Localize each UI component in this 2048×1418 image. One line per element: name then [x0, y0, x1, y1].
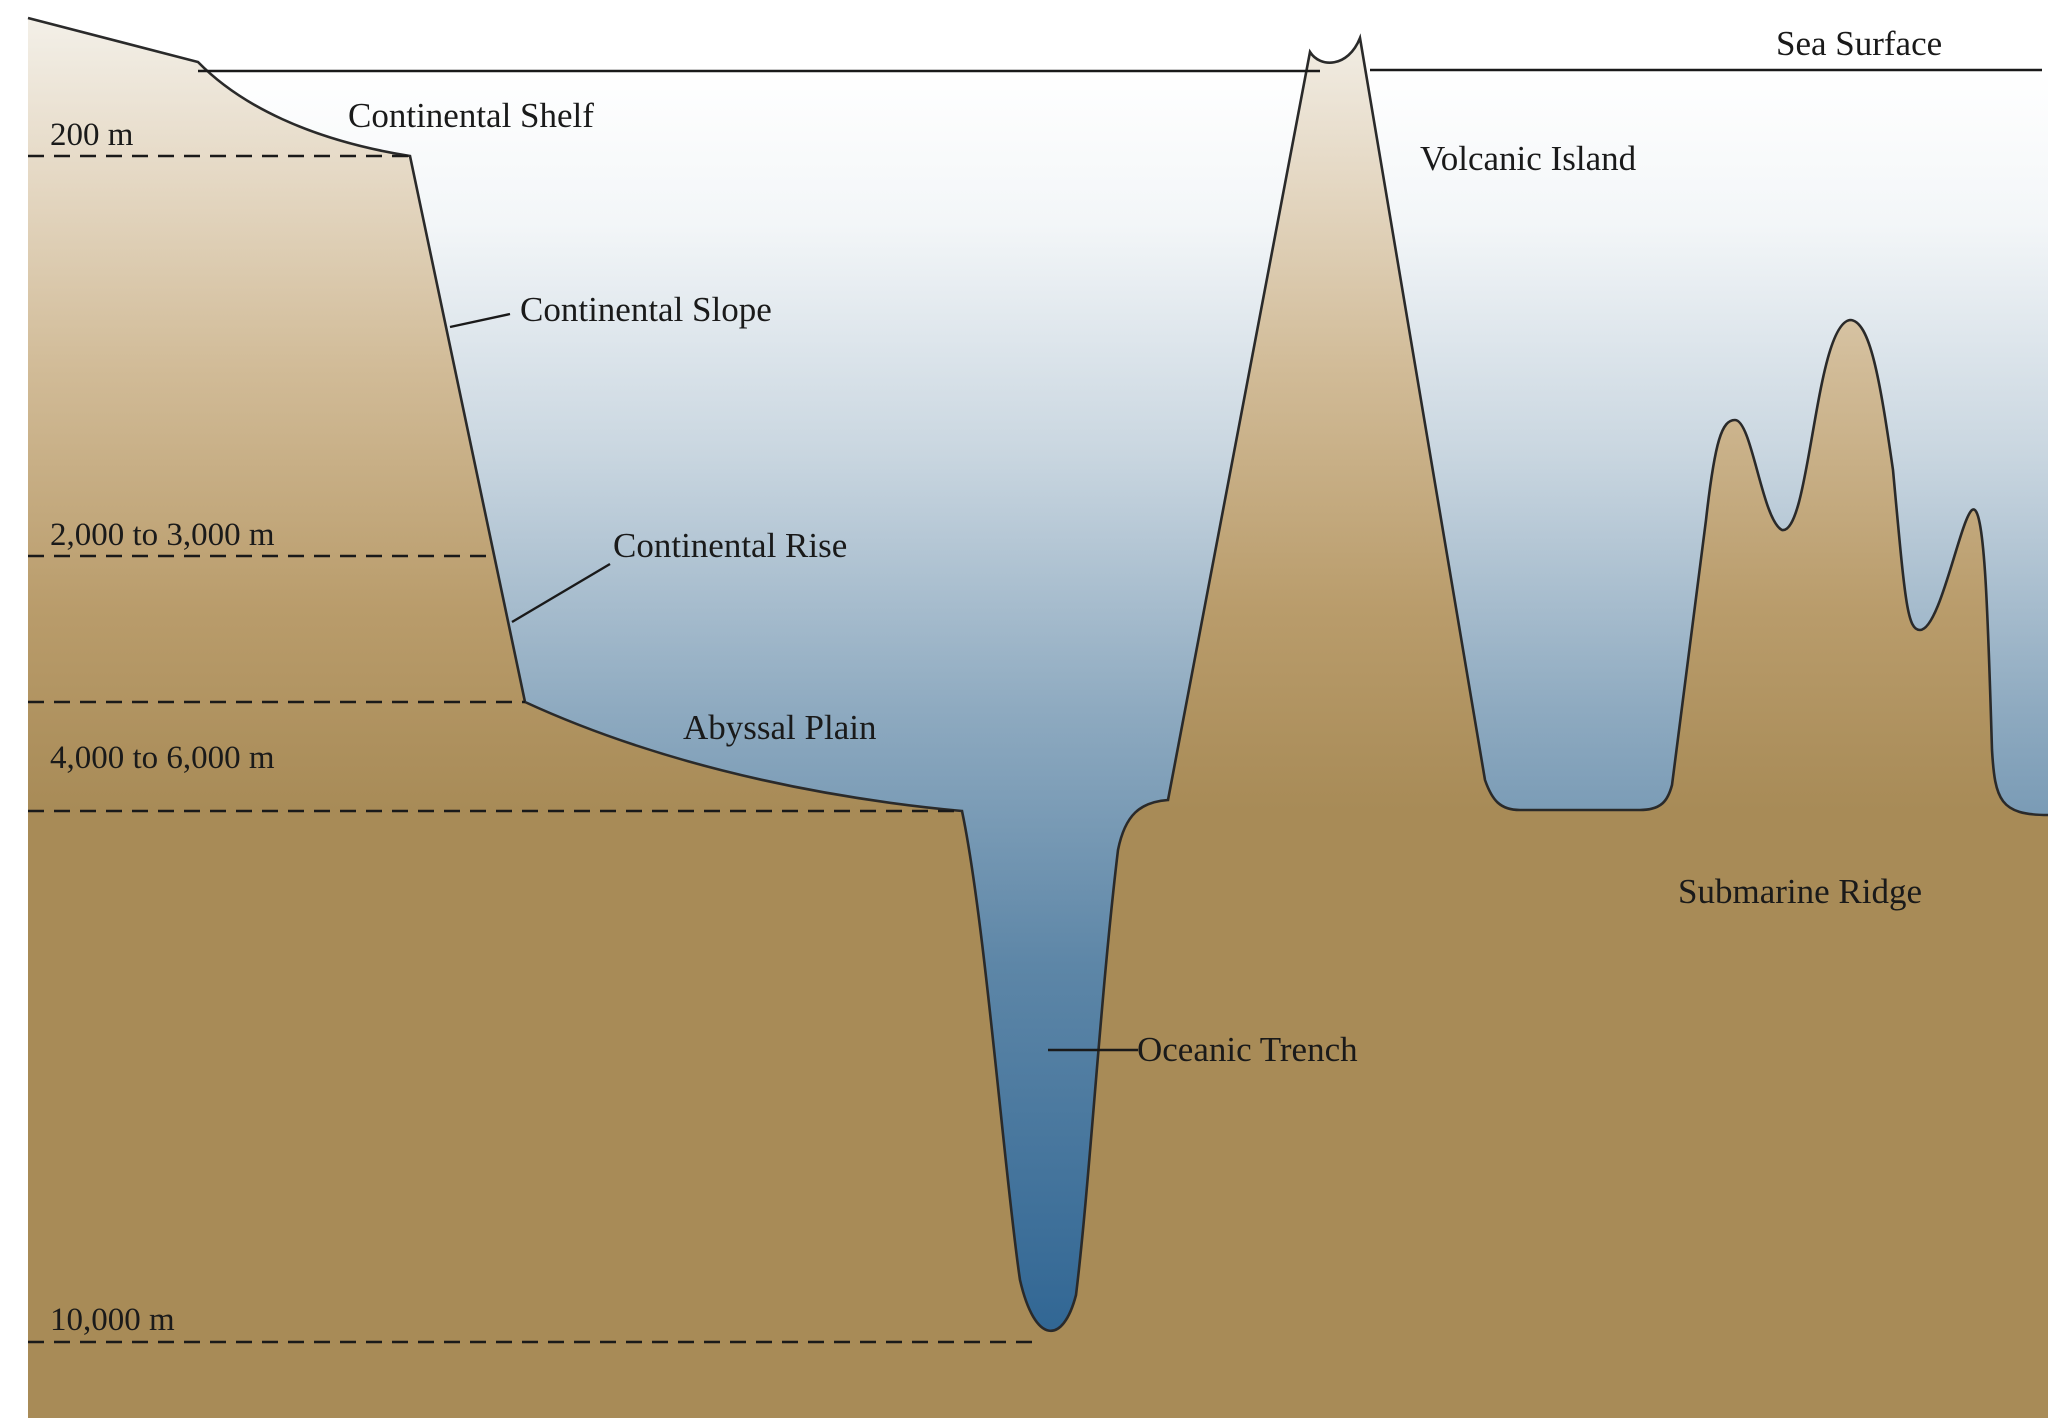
continental-slope-label: Continental Slope [520, 290, 772, 329]
slope-leader [449, 312, 511, 329]
submarine-ridge-label: Submarine Ridge [1678, 872, 1922, 911]
oceanic-trench-label: Oceanic Trench [1137, 1030, 1358, 1069]
rise-leader [511, 562, 611, 624]
continental-rise-label: Continental Rise [613, 526, 847, 565]
depth-label-2000: 2,000 to 3,000 m [50, 517, 275, 553]
volcanic-island-label: Volcanic Island [1420, 139, 1637, 178]
continental-shelf-label: Continental Shelf [348, 96, 594, 135]
abyssal-plain-label: Abyssal Plain [683, 708, 876, 747]
depth-label-200: 200 m [50, 117, 134, 153]
depth-label-4000: 4,000 to 6,000 m [50, 740, 275, 776]
sea-surface-label: Sea Surface [1776, 24, 1942, 63]
depth-label-10000: 10,000 m [50, 1302, 175, 1338]
sea-floor-profile [28, 18, 2048, 1418]
continental-outline [27, 16, 2048, 1333]
